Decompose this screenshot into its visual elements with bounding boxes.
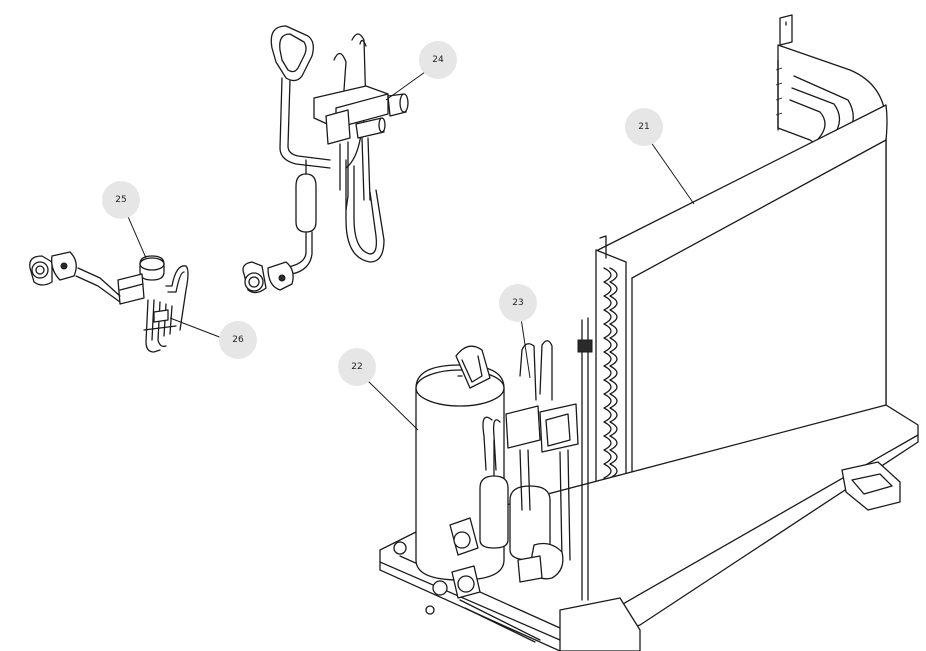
leader-25: [125, 211, 147, 259]
leader-22: [366, 379, 419, 431]
callout-26: 26: [219, 321, 257, 359]
callout-26-label: 26: [232, 335, 244, 345]
callout-21: 21: [625, 108, 663, 146]
four-way-valve-piping-part: [242, 25, 409, 294]
callout-22-label: 22: [351, 362, 362, 372]
compressor-part: [415, 345, 551, 581]
leader-24: [385, 71, 426, 101]
callout-25: 25: [102, 181, 140, 219]
leader-lines: [125, 71, 695, 431]
callout-24-label: 24: [432, 55, 444, 65]
callout-24: 24: [419, 41, 457, 79]
callout-23-label: 23: [512, 298, 523, 308]
expansion-valve-part: [29, 251, 189, 331]
leader-21: [647, 137, 695, 205]
callout-23: 23: [499, 284, 537, 322]
capillary-pipes-part: [143, 299, 177, 353]
service-valve-unit: [449, 517, 564, 599]
callout-21-label: 21: [638, 122, 649, 132]
base-pan: [379, 404, 919, 651]
leader-26: [169, 317, 223, 339]
four-way-valve-installed: [449, 317, 593, 601]
callout-25-label: 25: [115, 195, 126, 205]
callout-22: 22: [338, 348, 376, 386]
leader-23: [520, 317, 531, 379]
